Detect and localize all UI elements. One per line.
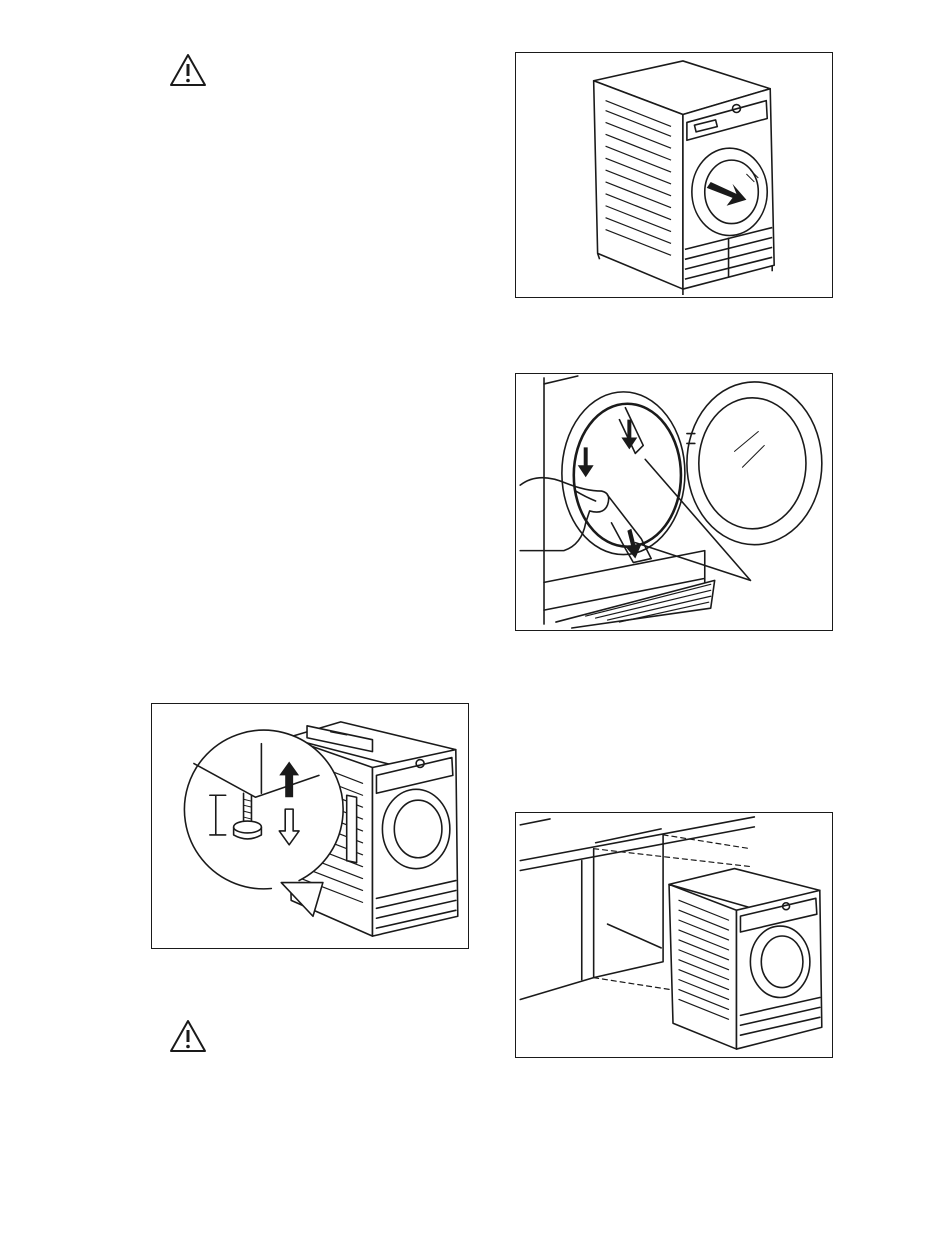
feet-adjust-illustration: [152, 704, 468, 948]
figure-remove-transit-packing: [515, 373, 833, 631]
warning-triangle-icon: [168, 1018, 208, 1054]
figure-under-counter-install: [515, 812, 833, 1058]
warning-triangle-icon: [168, 52, 208, 88]
under-counter-illustration: [516, 813, 832, 1057]
figure-adjust-feet: [151, 703, 469, 949]
drum-packing-illustration: [516, 374, 832, 630]
dryer-door-illustration: [516, 53, 832, 297]
figure-dryer-door-arrow: [515, 52, 833, 298]
